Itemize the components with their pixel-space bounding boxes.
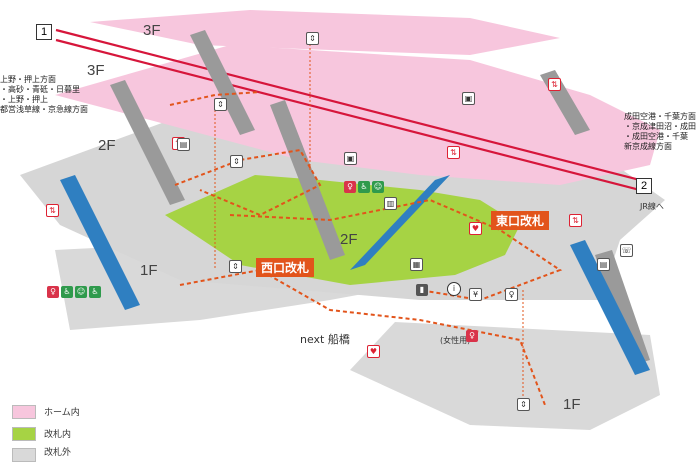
next-funabashi-label: next 船橋 bbox=[300, 333, 350, 346]
accessible-1f-icon: ♿ bbox=[61, 286, 73, 298]
elevator-3f-icon: ⇕ bbox=[214, 98, 227, 111]
restroom-1f-icon: ♀ bbox=[47, 286, 59, 298]
dest-right-4: 新京成線方面 bbox=[624, 142, 672, 151]
elevator-1f-icon: ⇕ bbox=[229, 260, 242, 273]
dest-left-2: ・高砂・青砥・日暮里 bbox=[0, 85, 80, 94]
dest-left-3: ・上野・押上 bbox=[0, 95, 48, 104]
locker-2f-icon: ▣ bbox=[344, 152, 357, 165]
elevator-3f-top-icon: ⇕ bbox=[306, 32, 319, 45]
floor-label-2f-center: 2F bbox=[340, 231, 358, 248]
floor-label-1f-right: 1F bbox=[563, 396, 581, 413]
dest-right-3: ・成田空港・千葉 bbox=[624, 132, 688, 141]
stairs-left-3f-2f bbox=[110, 80, 185, 205]
station-map bbox=[20, 10, 665, 430]
stairs-right-2f-1f bbox=[595, 250, 650, 365]
stairs-center2-3f-2f bbox=[270, 100, 345, 260]
rail-line-1 bbox=[55, 28, 641, 182]
womens-label: (女性用) bbox=[440, 336, 471, 345]
baby-1f-icon: ☺ bbox=[75, 286, 87, 298]
phone-icon: ☏ bbox=[620, 244, 633, 257]
accessible-restroom-icon: ♿ bbox=[358, 181, 370, 193]
escalator-sign-left-icon: ⇅ bbox=[46, 204, 59, 217]
escalator-sign-mid-icon: ⇅ bbox=[447, 146, 460, 159]
floor-label-3f-top: 3F bbox=[143, 22, 161, 39]
escalator-left-1f-2f bbox=[60, 175, 140, 310]
coin-locker-icon: ▮ bbox=[416, 284, 428, 296]
track-number-2: 2 bbox=[636, 178, 652, 194]
floor-1f-right-area bbox=[350, 322, 660, 430]
info-icon: i bbox=[447, 282, 461, 296]
restroom-east-icon: ♀ bbox=[505, 288, 518, 301]
legend-swatch-gate-outside bbox=[12, 448, 36, 462]
aed-icon: ♥ bbox=[469, 222, 482, 235]
east-gate-label: 東口改札 bbox=[491, 211, 550, 230]
escalator-sign-right-icon: ⇅ bbox=[569, 214, 582, 227]
shop-icon: ▤ bbox=[177, 138, 190, 151]
atm-icon: ¥ bbox=[469, 288, 482, 301]
floor-label-3f-mid: 3F bbox=[87, 62, 105, 79]
stairs-center-3f-2f bbox=[190, 30, 255, 135]
womens-restroom-icon: ♀ bbox=[466, 330, 478, 342]
escalator-sign-upper-icon: ⇅ bbox=[548, 78, 561, 91]
ostomate-1f-icon: ♿ bbox=[89, 286, 101, 298]
legend-label-platform: ホーム内 bbox=[44, 408, 80, 418]
floor-label-1f-left: 1F bbox=[140, 262, 158, 279]
legend-swatch-platform bbox=[12, 405, 36, 419]
baby-icon: ☺ bbox=[372, 181, 384, 193]
aed-1f-icon: ♥ bbox=[367, 345, 380, 358]
waiting-room-icon: ▦ bbox=[410, 258, 423, 271]
route-upper bbox=[169, 91, 261, 106]
floor-3f-lower-platform bbox=[55, 45, 660, 185]
rail-line-2 bbox=[55, 38, 641, 192]
route-lower bbox=[179, 268, 546, 406]
legend-label-gate-inside: 改札内 bbox=[44, 430, 72, 440]
escalator-right-2f-1f bbox=[570, 240, 650, 375]
floor-2f-gate-inside-area bbox=[165, 175, 520, 285]
dest-left-4: 都営浅草線・京急線方面 bbox=[0, 105, 88, 114]
dest-right-2: ・京成津田沼・成田 bbox=[624, 122, 696, 131]
elevator-1f-right-icon: ⇕ bbox=[517, 398, 530, 411]
escalator-center-2f-3f bbox=[350, 175, 450, 270]
ticket-machine-icon: ▥ bbox=[384, 197, 397, 210]
route-west bbox=[174, 148, 322, 217]
restroom-icon: ♀ bbox=[344, 181, 356, 193]
west-gate-label: 西口改札 bbox=[256, 258, 315, 277]
store-icon: ▤ bbox=[597, 258, 610, 271]
dest-left-1: 上野・押上方面 bbox=[0, 75, 56, 84]
elevator-2f-icon: ⇕ bbox=[230, 155, 243, 168]
locker-icon: ▣ bbox=[462, 92, 475, 105]
jr-line-label: JR線へ bbox=[640, 202, 664, 211]
floor-label-2f-left: 2F bbox=[98, 137, 116, 154]
track-number-1: 1 bbox=[36, 24, 52, 40]
legend-swatch-gate-inside bbox=[12, 427, 36, 441]
dest-right-1: 成田空港・千葉方面 bbox=[624, 112, 696, 121]
